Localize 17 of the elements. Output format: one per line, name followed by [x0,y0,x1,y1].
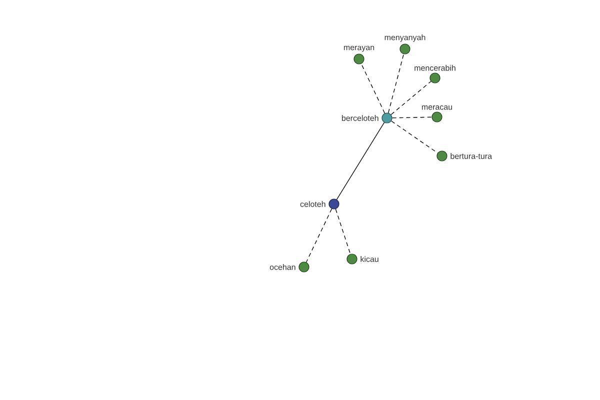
node-label: bertura-tura [450,153,492,159]
connector-line [335,208,351,254]
connector-line [360,63,386,114]
connector-line [336,122,385,200]
node-label: meracau [422,105,452,110]
connector-line [391,120,438,154]
connector-line [392,116,432,118]
node-label: menyanyah [384,34,426,42]
node-label: merayan [344,46,374,52]
node-label: mencerabih [414,64,456,71]
node-label: kicau [360,256,378,262]
node-label: celoteh [300,201,326,207]
node-label: ocehan [270,264,296,270]
connector-line [390,81,432,115]
node-label: berceloteh [342,115,378,121]
connector-line [388,54,404,114]
connector-line [306,208,332,263]
